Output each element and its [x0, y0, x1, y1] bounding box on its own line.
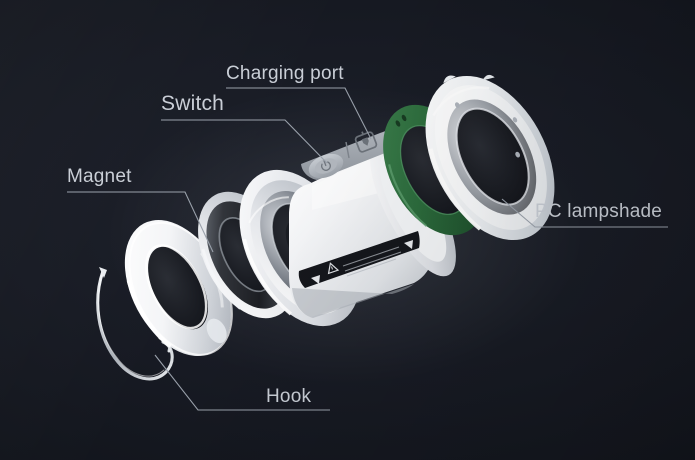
label-switch: Switch	[161, 92, 225, 115]
label-charging-port: Charging port	[226, 63, 344, 84]
label-pc-lampshade: PC lampshade	[535, 201, 663, 222]
warning-strip	[298, 231, 420, 288]
label-magnet: Magnet	[67, 166, 132, 187]
label-hook: Hook	[266, 386, 312, 407]
